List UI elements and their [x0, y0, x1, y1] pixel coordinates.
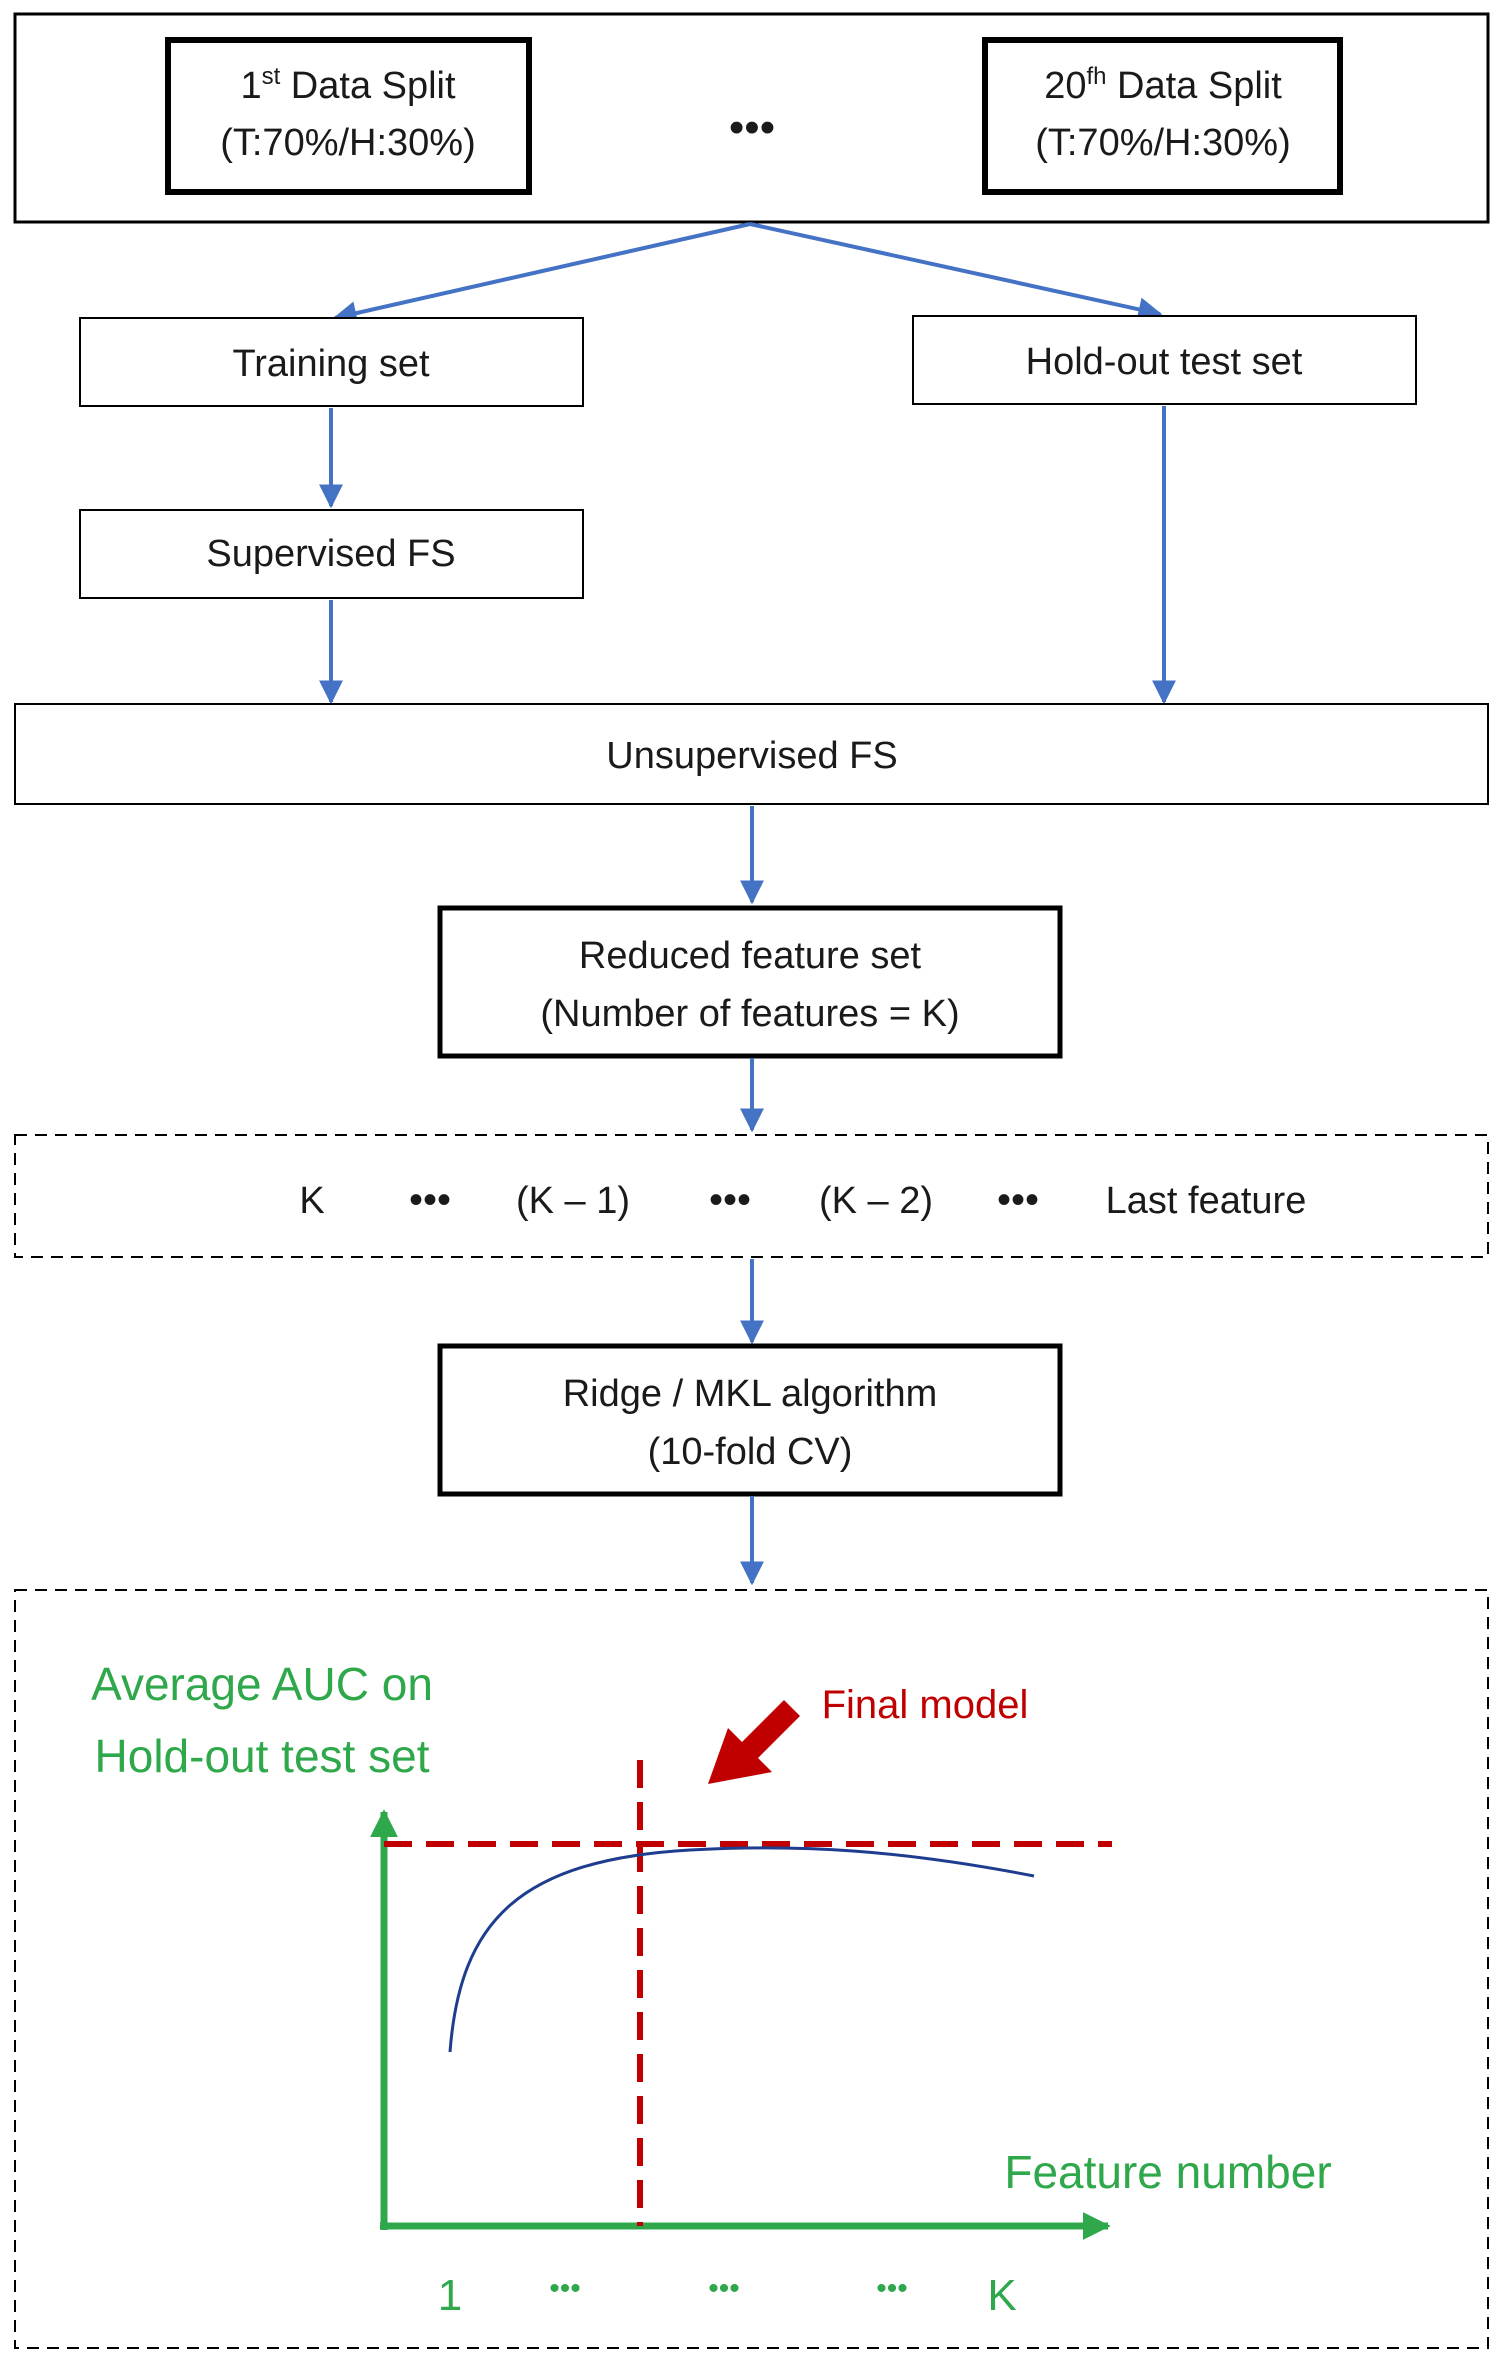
plot-xlabel: Feature number	[1004, 2146, 1331, 2198]
split-ellipsis: •••	[729, 103, 775, 152]
first-data-split-ratio: (T:70%/H:30%)	[220, 122, 476, 164]
supervised-fs-label: Supervised FS	[206, 533, 455, 575]
final-model-arrow-icon	[708, 1700, 800, 1784]
sequence-k: K	[299, 1180, 324, 1222]
holdout-set-box	[912, 315, 1417, 405]
x-tick-ellipsis-3: •••	[876, 2272, 908, 2305]
last-data-split-title: 20fh Data Split	[1044, 63, 1282, 107]
reduced-feature-set-box	[437, 905, 1063, 1059]
split-arrows	[332, 222, 1163, 325]
final-model-label: Final model	[822, 1683, 1029, 1727]
first-data-split-title: 1st Data Split	[240, 63, 456, 107]
last-data-split-ratio: (T:70%/H:30%)	[1035, 122, 1291, 164]
reduced-feature-set-subtitle: (Number of features = K)	[540, 993, 959, 1035]
result-plot-panel	[14, 1589, 1489, 2349]
first-data-split-box	[165, 37, 532, 195]
unsupervised-fs-box	[14, 703, 1489, 805]
last-data-split-box	[982, 37, 1343, 195]
unsupervised-fs-label: Unsupervised FS	[606, 735, 897, 777]
sequence-ellipsis-3: •••	[997, 1178, 1039, 1222]
sequence-ellipsis-1: •••	[409, 1178, 451, 1222]
sequence-k-minus-2: (K – 2)	[819, 1180, 933, 1222]
training-set-box	[79, 317, 584, 407]
x-tick-ellipsis-2: •••	[708, 2272, 740, 2305]
x-tick-ellipsis-1: •••	[549, 2272, 581, 2305]
training-set-label: Training set	[232, 343, 430, 385]
sequence-k-minus-1: (K – 1)	[516, 1180, 630, 1222]
algorithm-title: Ridge / MKL algorithm	[563, 1373, 938, 1415]
holdout-set-label: Hold-out test set	[1026, 341, 1303, 383]
feature-sequence-box	[14, 1134, 1489, 1258]
x-tick-k: K	[987, 2271, 1016, 2320]
supervised-fs-box	[79, 509, 584, 599]
algorithm-box	[437, 1343, 1063, 1497]
auc-curve	[448, 1846, 1035, 2053]
x-tick-1: 1	[438, 2271, 462, 2320]
plot-ylabel-line2: Hold-out test set	[95, 1730, 430, 1782]
reduced-feature-set-title: Reduced feature set	[579, 935, 922, 977]
sequence-last-feature: Last feature	[1106, 1180, 1307, 1222]
sequence-ellipsis-2: •••	[709, 1178, 751, 1222]
algorithm-subtitle: (10-fold CV)	[648, 1431, 853, 1473]
plot-ylabel-line1: Average AUC on	[91, 1658, 433, 1710]
